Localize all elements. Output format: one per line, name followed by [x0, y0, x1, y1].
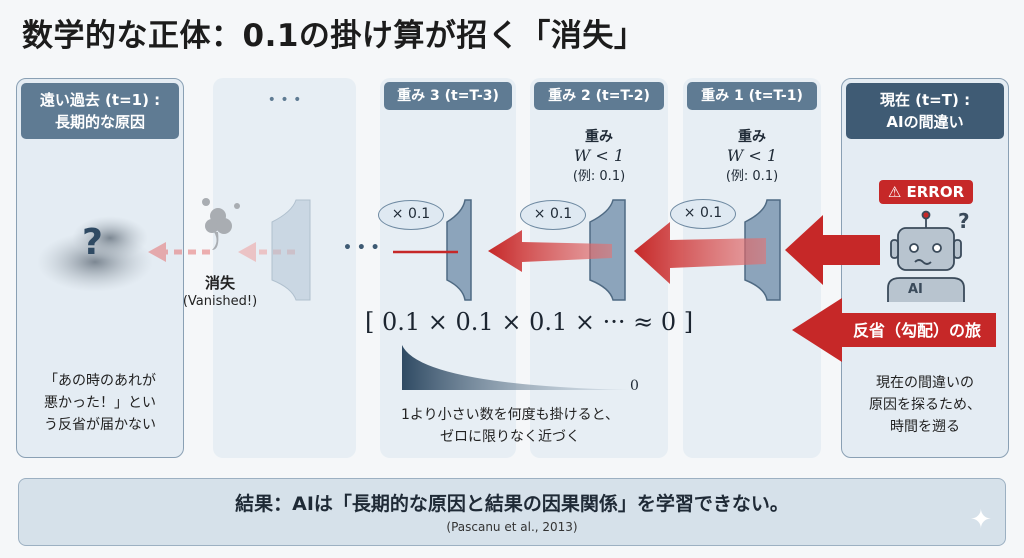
robot-icon — [887, 210, 965, 302]
vanish-label: 消失 (Vanished!) — [170, 272, 270, 310]
panel-header: 遠い過去 (t=1) : 長期的な原因 — [21, 83, 179, 139]
vanish-subtitle: (Vanished!) — [182, 294, 258, 309]
sparkle-icon: ✦ — [970, 505, 992, 535]
weight-plate-3 — [446, 199, 472, 301]
product-formula: [ 0.1 × 0.1 × 0.1 × ··· ≈ 0 ] — [365, 308, 694, 336]
vanish-title: 消失 — [204, 274, 235, 292]
note-line: 悪かった！」とい — [44, 395, 156, 411]
note-line: 「あの時のあれが — [44, 373, 156, 389]
panel-header: 重み 3 (t=T-3) — [384, 82, 512, 110]
gradient-arrow-large — [785, 215, 880, 285]
continuation-dots: • • • — [343, 240, 380, 256]
citation: (Pascanu et al., 2013) — [446, 520, 578, 534]
gradient-arrow-medium — [634, 222, 766, 284]
past-note: 「あの時のあれが 悪かった！」とい う反省が届かない — [16, 370, 184, 436]
panel-header: 重み 1 (t=T-1) — [687, 82, 817, 110]
page-title: 数学的な正体：0.1の掛け算が招く「消失」 — [22, 18, 646, 54]
panel-header: 重み 2 (t=T-2) — [534, 82, 664, 110]
multiply-bubble: × 0.1 — [520, 200, 586, 230]
note-line: 現在の間違いの — [876, 375, 974, 391]
panel-header: 現在 (t=T) : AIの間違い — [846, 83, 1004, 139]
decay-zero-label: 0 — [630, 378, 639, 394]
caption-line: ゼロに限りなく近づく — [440, 429, 580, 445]
weight-title: 重み — [738, 129, 766, 145]
faded-arrow — [148, 242, 295, 262]
weight-condition: W < 1 — [726, 146, 778, 165]
robot-label: AI — [908, 282, 923, 297]
note-line: 時間を遡る — [890, 419, 960, 435]
error-badge: ⚠ ERROR — [879, 180, 973, 204]
gradient-arrow-small — [488, 230, 612, 272]
note-line: 原因を探るため、 — [869, 397, 981, 413]
gradient-journey-label: 反省（勾配）の旅 — [838, 314, 996, 347]
multiply-bubble: × 0.1 — [378, 200, 444, 230]
weight-label-2: 重み W < 1 (例: 0.1) — [529, 126, 669, 184]
weight-condition: W < 1 — [573, 146, 625, 165]
robot-question-icon: ? — [958, 209, 970, 233]
decay-curve — [402, 345, 630, 390]
weight-title: 重み — [585, 129, 613, 145]
header-line: AIの間違い — [886, 113, 964, 131]
present-note: 現在の間違いの 原因を探るため、 時間を遡る — [841, 372, 1009, 438]
weight-example: (例: 0.1) — [572, 169, 626, 184]
result-banner: 結果：AIは「長期的な原因と結果の因果関係」を学習できない。 (Pascanu … — [18, 478, 1006, 546]
note-line: う反省が届かない — [44, 417, 156, 433]
weight-label-1: 重み W < 1 (例: 0.1) — [682, 126, 822, 184]
caption-line: 1より小さい数を何度も掛けると、 — [400, 407, 620, 423]
multiply-bubble: × 0.1 — [670, 199, 736, 229]
ellipsis-label: • • • — [267, 92, 302, 108]
smoke-icon — [202, 198, 240, 250]
question-mark-icon: ? — [82, 222, 103, 263]
weight-example: (例: 0.1) — [725, 169, 779, 184]
header-line: 現在 (t=T) : — [879, 91, 971, 109]
result-text: 結果：AIは「長期的な原因と結果の因果関係」を学習できない。 — [235, 493, 789, 515]
decay-caption: 1より小さい数を何度も掛けると、 ゼロに限りなく近づく — [370, 404, 650, 448]
panel-ellipsis: • • • — [213, 78, 356, 458]
weight-plate-ghost — [271, 199, 311, 301]
